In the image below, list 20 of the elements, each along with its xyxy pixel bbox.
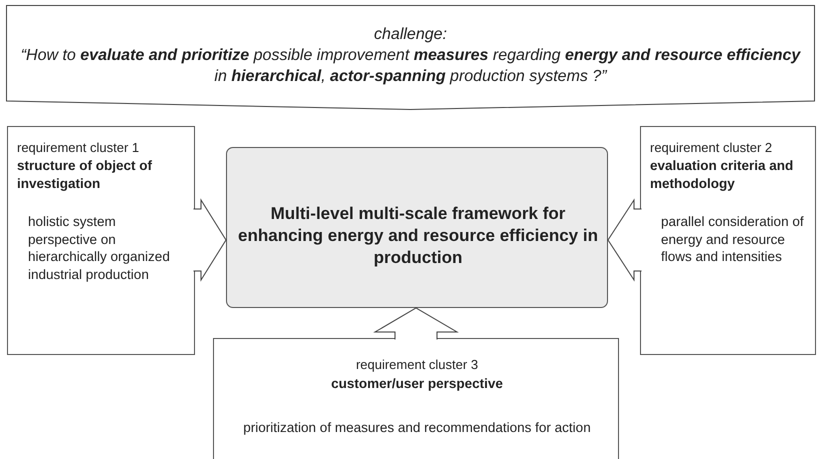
block-arrow: [373, 307, 459, 340]
requirement-box: [213, 338, 619, 459]
framework-title: Multi-level multi-scale framework for enhancing energy and resource efficiency in production: [237, 203, 599, 270]
challenge-heading: challenge:: [373, 25, 448, 45]
requirement-box: [7, 126, 195, 355]
cluster-title: evaluation criteria and methodology: [650, 157, 794, 192]
cluster-title: structure of object of investigation: [17, 157, 154, 192]
block-arrow: [193, 198, 227, 282]
block-arrow: [607, 198, 642, 282]
cluster-label: requirement cluster 3: [354, 357, 480, 374]
cluster-title: customer/user perspective: [330, 375, 504, 393]
requirement-box: [640, 126, 816, 355]
challenge-question: “How to evaluate and prioritize possible improvement measures regarding energy and resource efficiency in hierarchical, actor-spanning production systems ?”: [20, 46, 802, 87]
cluster-description: prioritization of measures and recommendations for action: [242, 419, 592, 437]
cluster-description: parallel consideration of energy and resource flows and intensities: [661, 213, 805, 266]
cluster-description: holistic system perspective on hierarchically organized industrial production: [28, 213, 171, 284]
challenge-banner: [6, 5, 815, 110]
cluster-label: requirement cluster 2: [650, 140, 774, 157]
cluster-label: requirement cluster 1: [17, 140, 140, 157]
framework-box: [226, 147, 608, 308]
